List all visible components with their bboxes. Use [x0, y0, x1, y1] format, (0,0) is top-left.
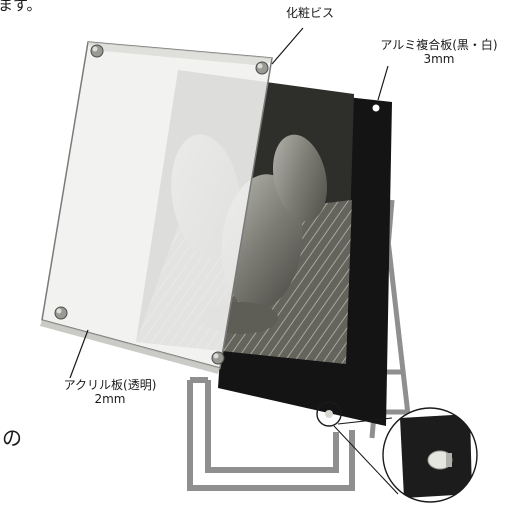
screw-bottom-right [211, 351, 225, 365]
label-decorative-screw: 化粧ビス [286, 6, 335, 20]
text-fragment-side-left: の [2, 426, 22, 450]
screw-top-right [255, 61, 269, 75]
label-acrylic-board-name: アクリル板(透明) [63, 378, 157, 392]
decorative-screws [54, 44, 269, 365]
detail-marker [316, 401, 342, 427]
composite-board-screw [372, 104, 380, 112]
detail-zoom [382, 407, 478, 503]
text-fragment-top-left: ます。 [0, 0, 42, 14]
screw-bottom-left [54, 306, 68, 320]
label-composite-board-name: アルミ複合板(黒・白) [380, 38, 498, 52]
label-acrylic-board-thickness: 2mm [94, 392, 126, 406]
label-composite-board: アルミ複合板(黒・白) 3mm [368, 38, 510, 66]
stand-bottom-frame [187, 377, 355, 491]
leader-lines [69, 27, 389, 379]
label-composite-board-thickness: 3mm [423, 52, 455, 66]
label-acrylic-board: アクリル板(透明) 2mm [50, 378, 170, 406]
screw-top-left [90, 44, 104, 58]
